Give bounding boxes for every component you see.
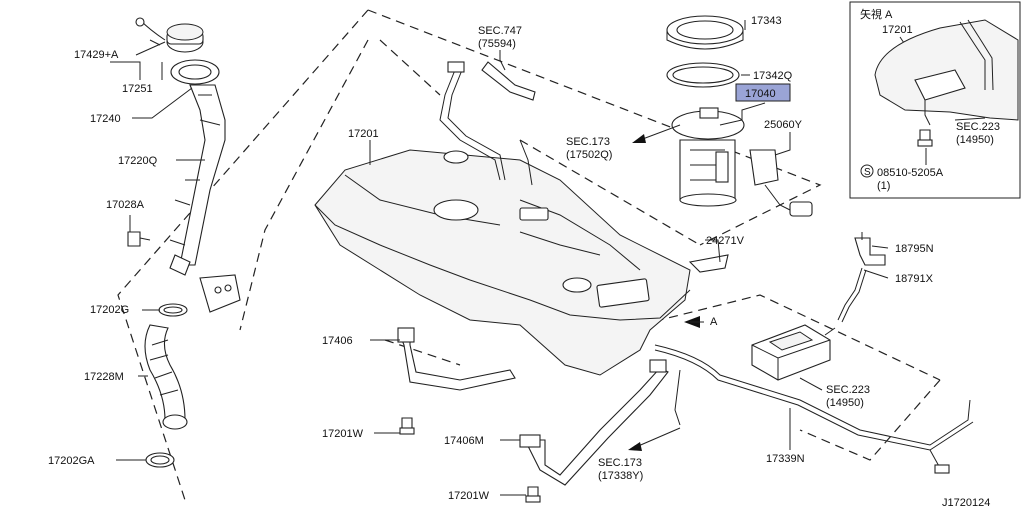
label-17202g: 17202G — [90, 304, 129, 316]
assembly-outline — [117, 9, 941, 501]
label-17220q: 17220Q — [118, 155, 158, 167]
bracket-18795n — [854, 232, 886, 266]
vent-tube-17339n — [654, 344, 974, 474]
wire-24271v — [688, 254, 729, 273]
filler-cap — [135, 17, 204, 53]
label-17040: 17040 — [745, 88, 776, 100]
filler-tube — [169, 84, 241, 313]
label-17429a: 17429+A — [74, 49, 119, 61]
bolt-symbol-letter: S — [864, 167, 871, 178]
label-17406m: 17406M — [444, 435, 484, 447]
label-17343: 17343 — [751, 15, 782, 27]
label-sec173bsub: (17338Y) — [598, 470, 643, 482]
label-18791x: 18791X — [895, 273, 934, 285]
diagram-id: J1720124 — [942, 497, 990, 509]
label-sec747sub: (75594) — [478, 38, 516, 50]
label-17228m: 17228M — [84, 371, 124, 383]
label-17201w-2: 17201W — [448, 490, 490, 502]
arrow-A — [684, 316, 704, 328]
label-17202ga: 17202GA — [48, 455, 95, 467]
inset-label-sec223: SEC.223 — [956, 121, 1000, 133]
label-17201w-1: 17201W — [322, 428, 364, 440]
canister-sec223 — [751, 324, 836, 381]
sender-unit-25060y — [749, 149, 813, 217]
label-25060y: 25060Y — [764, 119, 803, 131]
arrow-sec173a — [632, 124, 681, 143]
inset-bolt-number: 08510-5205A — [877, 167, 944, 179]
clamp-17202g — [158, 303, 188, 317]
label-17201: 17201 — [348, 128, 379, 140]
inset-view-a: 矢視 A 17201 SEC.223 (14950) S 08510-5205A… — [849, 1, 1021, 199]
bolt-symbol-icon — [860, 164, 874, 178]
leader-lines — [110, 20, 889, 496]
bolt-17028a — [127, 231, 151, 247]
label-arrow-a: A — [710, 316, 718, 328]
pump-module-17040 — [671, 107, 745, 207]
fuel-tank — [314, 149, 691, 376]
inset-bolt-qty: (1) — [877, 180, 890, 192]
inset-label-sec223sub: (14950) — [956, 134, 994, 146]
arrow-sec173b — [628, 427, 681, 451]
bolt-17201w-1 — [399, 417, 415, 435]
label-18795n: 18795N — [895, 243, 934, 255]
gasket-17342q — [666, 62, 740, 88]
hose-17228m — [144, 324, 188, 430]
label-sec747: SEC.747 — [478, 25, 522, 37]
label-sec173asub: (17502Q) — [566, 149, 612, 161]
filler-neck-ring — [170, 59, 220, 85]
label-17342q: 17342Q — [753, 70, 793, 82]
clamp-17202ga — [145, 452, 175, 468]
label-24271v: 24271V — [706, 235, 745, 247]
label-sec223: SEC.223 — [826, 384, 870, 396]
label-17251: 17251 — [122, 83, 153, 95]
strap-17406m — [519, 359, 669, 486]
tank-hoses — [439, 61, 536, 186]
lock-ring-17343 — [666, 15, 744, 50]
label-17028a: 17028A — [106, 199, 145, 211]
label-17339n: 17339N — [766, 453, 805, 465]
highlight-17040 — [735, 83, 791, 102]
hose-18791x — [837, 267, 867, 323]
strap-17406 — [397, 327, 516, 391]
bolt-17201w-2 — [525, 486, 541, 503]
label-17240: 17240 — [90, 113, 121, 125]
label-17406: 17406 — [322, 335, 353, 347]
label-sec173a: SEC.173 — [566, 136, 610, 148]
label-sec223sub: (14950) — [826, 397, 864, 409]
inset-label-17201: 17201 — [882, 24, 913, 36]
label-sec173b: SEC.173 — [598, 457, 642, 469]
part-labels: 17429+A 17251 17240 17220Q 17028A 17202G… — [48, 15, 990, 509]
inset-title: 矢視 A — [860, 7, 893, 21]
